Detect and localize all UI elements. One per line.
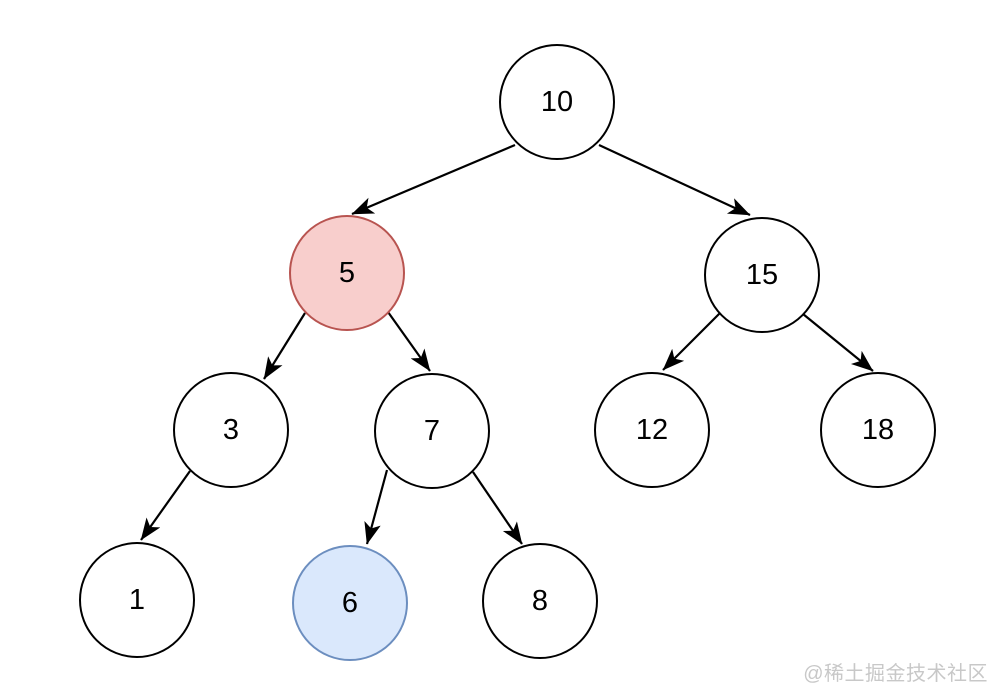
tree-edge-3-1 (140, 470, 191, 541)
tree-edge-15-18 (802, 313, 874, 372)
tree-node-3: 3 (173, 372, 289, 488)
tree-node-7: 7 (374, 373, 490, 489)
tree-edge-7-6 (364, 469, 389, 545)
watermark: @稀土掘金技术社区 (803, 663, 988, 685)
tree-edge-group (140, 143, 874, 545)
tree-edge-10-15 (598, 144, 751, 216)
tree-edge-7-8 (472, 471, 523, 545)
tree-node-1: 1 (79, 542, 195, 658)
tree-edge-5-3 (263, 312, 306, 380)
tree-node-8: 8 (482, 543, 598, 659)
tree-node-6: 6 (292, 545, 408, 661)
tree-edge-15-12 (662, 312, 721, 371)
tree-node-15: 15 (704, 217, 820, 333)
tree-edge-5-7 (387, 311, 431, 372)
tree-edge-10-5 (351, 143, 516, 216)
tree-node-12: 12 (594, 372, 710, 488)
tree-node-18: 18 (820, 372, 936, 488)
tree-node-10: 10 (499, 44, 615, 160)
tree-node-5: 5 (289, 215, 405, 331)
